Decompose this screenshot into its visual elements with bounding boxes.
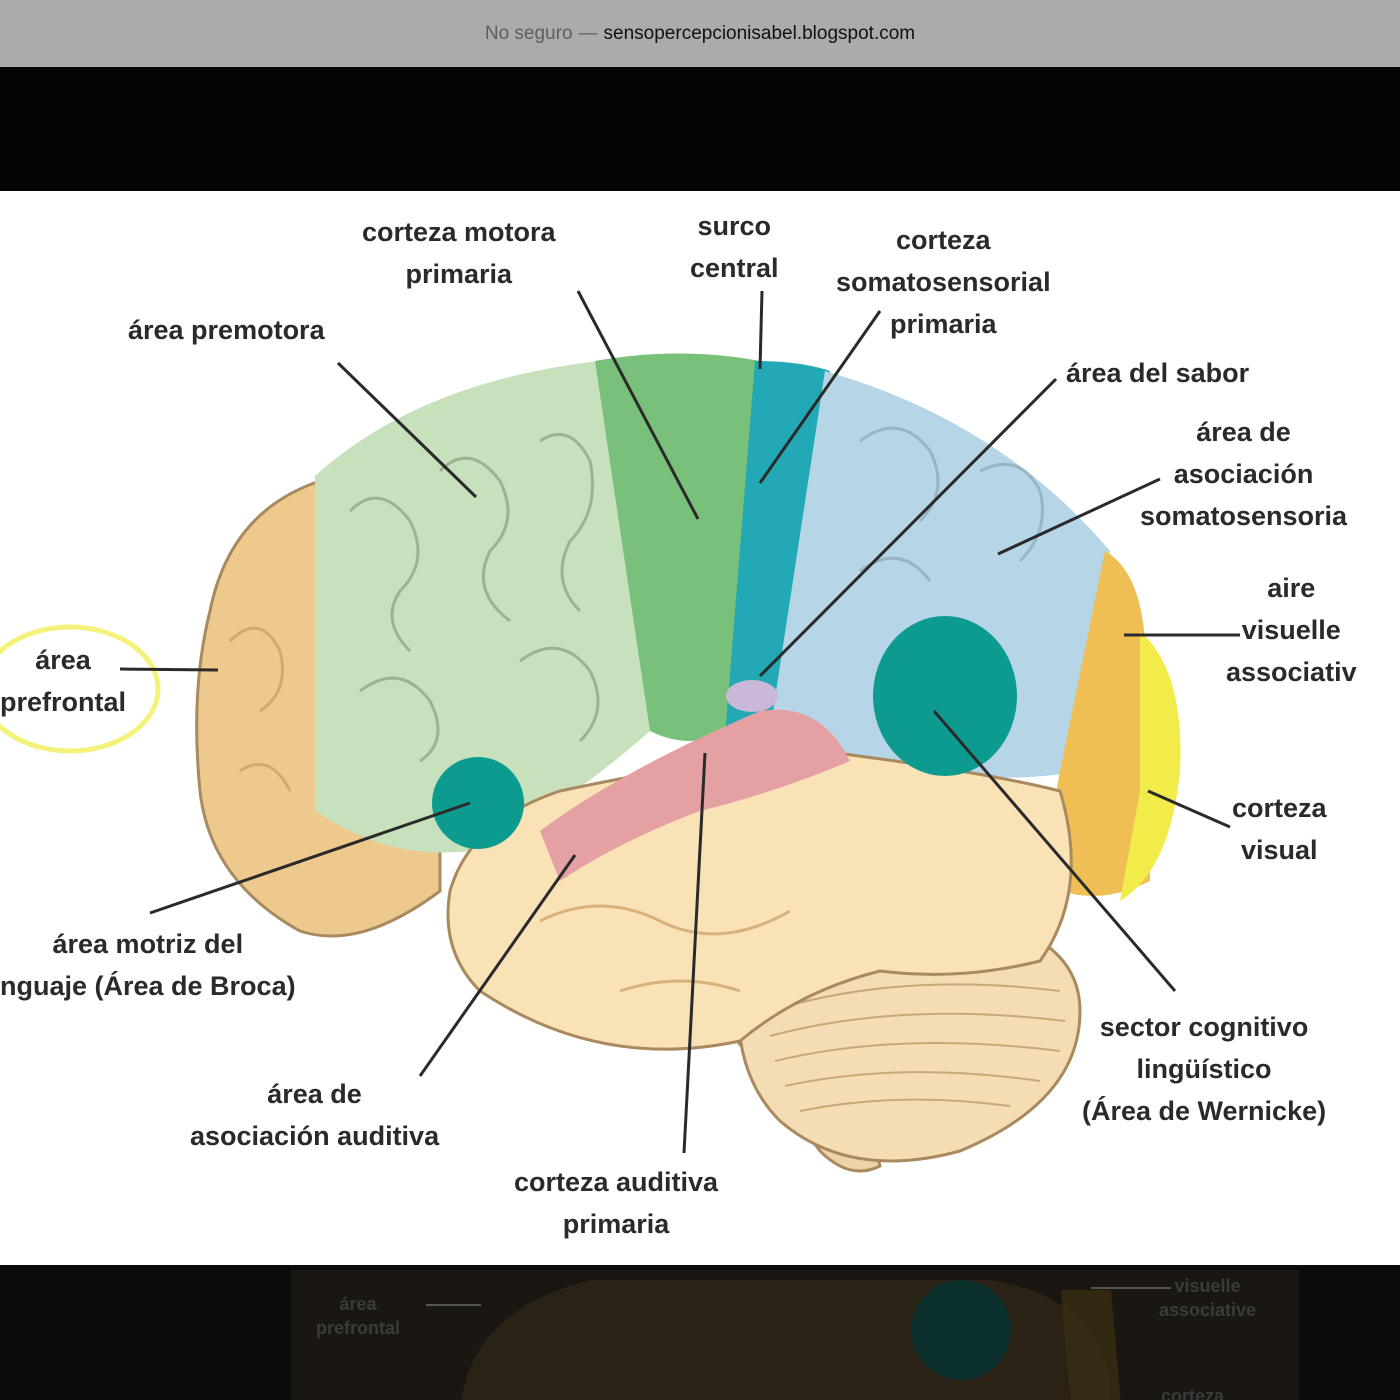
thumbnail-brain — [426, 1280, 1171, 1400]
leader-asociacion — [997, 477, 1161, 556]
leader-wernicke — [932, 710, 1177, 992]
leader-motora — [576, 290, 700, 520]
leader-sabor — [758, 377, 1058, 678]
brain-illustration — [0, 290, 1240, 1173]
taste-region — [726, 680, 778, 712]
browser-url-bar[interactable]: No seguro — sensopercepcionisabel.blogsp… — [0, 0, 1400, 67]
url-separator: — — [578, 22, 598, 44]
leader-surco — [758, 290, 764, 370]
somatosensory-region — [725, 361, 830, 736]
leader-prefrontal — [119, 667, 219, 672]
label-area-premotora: área premotora — [128, 315, 325, 345]
wernicke-area-region — [873, 616, 1017, 776]
visual-region — [1120, 631, 1181, 901]
leader-auditiva — [682, 752, 707, 1154]
auditory-region — [540, 709, 850, 881]
broca-area-region — [432, 757, 524, 849]
leader-visual — [1147, 789, 1231, 829]
security-status: No seguro — [484, 22, 573, 44]
label-area-sabor: área del sabor — [1066, 358, 1250, 388]
motor-region — [595, 353, 760, 741]
leader-auditiva-asoc — [418, 854, 577, 1077]
prefrontal-highlight-ring — [0, 624, 161, 754]
top-letterbox — [0, 67, 1400, 191]
leader-somatosensorial — [758, 310, 882, 484]
visual-association-region — [1040, 551, 1150, 896]
thumb-label-corteza: corteza — [1161, 1386, 1225, 1400]
leader-premotora — [336, 361, 478, 499]
url-host: sensopercepcionisabel.blogspot.com — [603, 22, 916, 44]
leader-broca — [149, 801, 471, 915]
premotor-region — [315, 361, 650, 853]
